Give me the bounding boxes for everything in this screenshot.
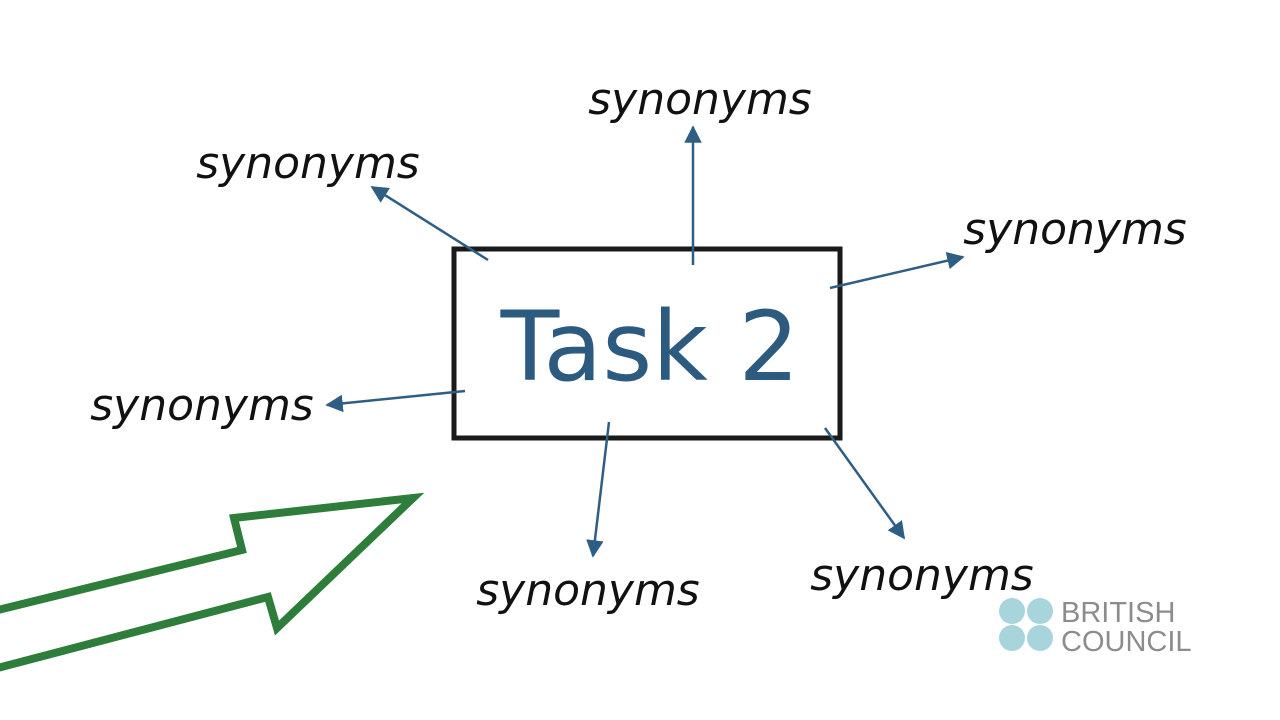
synonyms-left: synonyms (90, 380, 313, 431)
synonyms-down: synonyms (476, 565, 699, 616)
arrow-left (325, 389, 466, 413)
arrow-lower-right (823, 427, 906, 540)
logo-line2: COUNCIL (1061, 626, 1192, 658)
synonyms-lower-right: synonyms (810, 550, 1033, 601)
logo-line1: BRITISH (1061, 597, 1175, 629)
british-council-logo: BRITISH COUNCIL (999, 597, 1192, 658)
green-arrow-icon (0, 492, 425, 672)
arrow-down (586, 421, 611, 558)
synonyms-right: synonyms (963, 204, 1186, 255)
synonyms-upper-left: synonyms (196, 138, 419, 189)
center-box (451, 246, 843, 441)
synonyms-up: synonyms (588, 74, 811, 125)
center-label: Task 2 (500, 291, 800, 403)
arrow-upper-left (370, 185, 489, 262)
arrow-right (829, 252, 965, 290)
